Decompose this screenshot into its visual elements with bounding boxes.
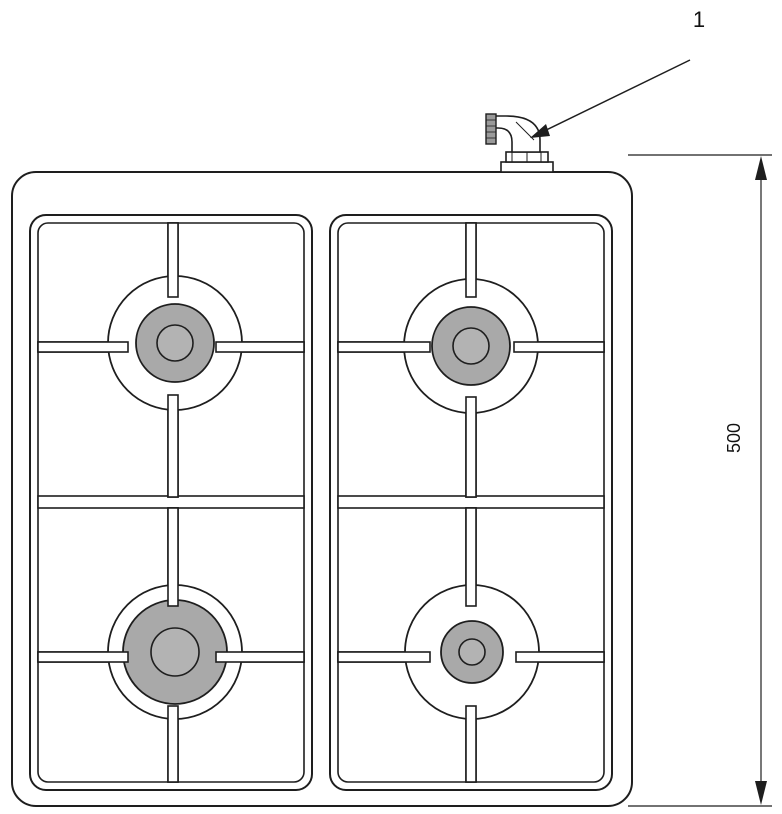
fitting-thread	[485, 113, 497, 145]
burner-front-left-large	[37, 507, 305, 783]
gas-inlet-fitting	[485, 113, 554, 173]
right-grate-frame-outer	[329, 214, 613, 791]
burner-cap-center	[458, 638, 486, 666]
burner-cap-center	[452, 327, 490, 365]
hob-outline	[11, 171, 633, 807]
callout-leader-line	[535, 59, 691, 136]
burner-rear-right	[337, 222, 605, 498]
callout-arrowhead	[530, 124, 550, 138]
height-dimension: 500	[628, 154, 772, 807]
left-grate-frame-outer	[29, 214, 313, 791]
fitting-elbow	[491, 115, 541, 153]
callout-1: 1	[530, 7, 705, 138]
dimension-arrow-bottom	[755, 781, 767, 805]
burner-front-right-small	[337, 507, 605, 783]
burner-cap-center	[150, 627, 200, 677]
callout-label: 1	[693, 7, 705, 32]
fitting-hex-nut	[500, 161, 554, 173]
dimension-label: 500	[724, 423, 744, 453]
dimension-arrow-top	[755, 156, 767, 180]
burner-rear-left	[37, 222, 305, 498]
burner-cap-center	[156, 324, 194, 362]
